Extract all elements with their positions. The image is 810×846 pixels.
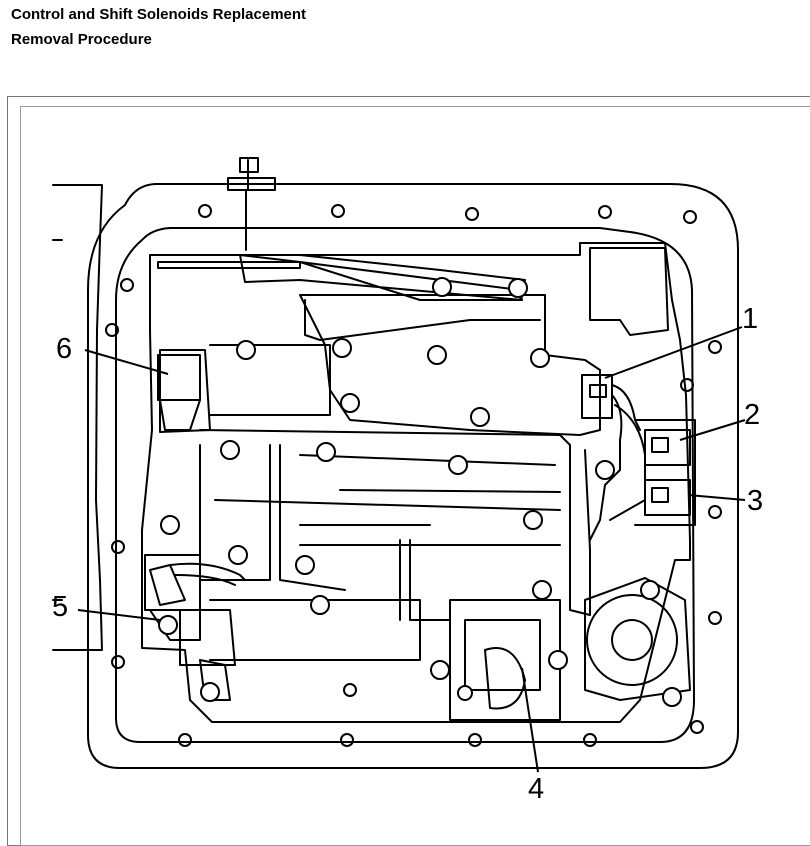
wire-harness bbox=[589, 384, 646, 541]
solenoid-3 bbox=[644, 479, 691, 516]
bore-7 bbox=[399, 539, 451, 621]
valve-body-outline bbox=[141, 242, 691, 723]
solenoid-2 bbox=[644, 429, 691, 466]
section-heading: Removal Procedure bbox=[11, 31, 152, 48]
accumulator-outer bbox=[586, 594, 678, 686]
solenoid-4-body bbox=[464, 619, 541, 691]
solenoid-bracket bbox=[634, 419, 696, 526]
callout-3: 3 bbox=[747, 485, 763, 517]
callout-2: 2 bbox=[744, 399, 760, 431]
bore-4 bbox=[199, 444, 271, 581]
callout-6: 6 bbox=[56, 333, 72, 365]
solenoid-1 bbox=[581, 374, 613, 419]
solenoid-6 bbox=[157, 354, 201, 431]
callout-1: 1 bbox=[742, 303, 758, 335]
bore-8 bbox=[449, 599, 561, 721]
upper-plate bbox=[299, 294, 601, 436]
solenoid-5-wires bbox=[169, 562, 246, 586]
page-title: Control and Shift Solenoids Replacement bbox=[11, 6, 307, 23]
case-edge-left bbox=[52, 184, 103, 651]
linkage-arm bbox=[157, 254, 523, 301]
case-edge-left-inner bbox=[52, 239, 63, 601]
pan-gasket-outer bbox=[87, 183, 739, 769]
accumulator-housing bbox=[584, 577, 691, 701]
pan-gasket-inner bbox=[115, 227, 695, 743]
bore-1 bbox=[209, 344, 331, 416]
solenoid-5-connector bbox=[149, 564, 186, 606]
bore-5 bbox=[214, 444, 561, 591]
accumulator-inner bbox=[611, 619, 653, 661]
linkage-shaft bbox=[227, 157, 276, 251]
detent-spring bbox=[299, 254, 526, 301]
bore-2 bbox=[159, 349, 211, 433]
upper-plate-2 bbox=[304, 299, 541, 341]
callout-4: 4 bbox=[528, 773, 544, 805]
bore-3 bbox=[199, 429, 591, 616]
solenoid-4-connector bbox=[484, 647, 526, 710]
pressure-switch-assy bbox=[589, 247, 669, 336]
callout-5: 5 bbox=[52, 591, 68, 623]
